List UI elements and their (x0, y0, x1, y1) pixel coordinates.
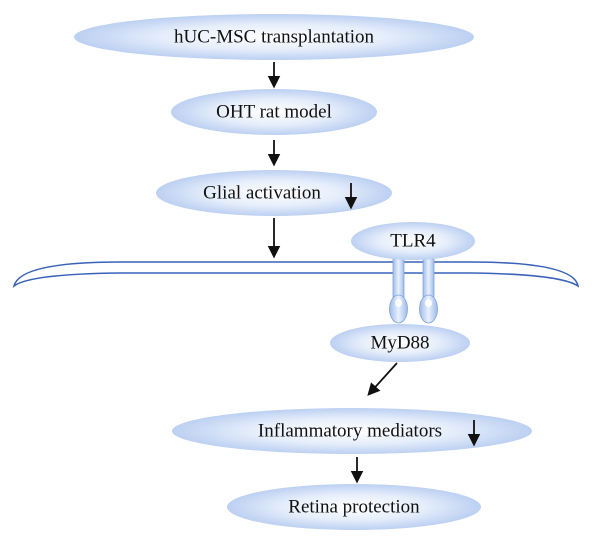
transplantation-label: hUC-MSC transplantation (174, 26, 375, 47)
tlr4-receptor (389, 251, 438, 324)
tlr4-label: TLR4 (390, 230, 436, 251)
node-inflammatory-mediators (172, 408, 532, 454)
node-myd88 (330, 324, 470, 362)
oht-model-label: OHT rat model (216, 101, 332, 122)
arrow-myd88-to-inflammatory (367, 362, 398, 396)
node-tlr4 (351, 222, 475, 260)
node-retina-protection (227, 484, 481, 530)
retina-protection-label: Retina protection (288, 496, 420, 517)
cell-membrane (12, 261, 580, 288)
glial-activation-label: Glial activation (203, 182, 321, 203)
inflammatory-mediators-label: Inflammatory mediators (258, 420, 442, 441)
myd88-label: MyD88 (370, 332, 429, 353)
node-glial-activation (156, 170, 392, 216)
node-oht-model (171, 89, 377, 135)
node-transplantation (74, 14, 474, 60)
